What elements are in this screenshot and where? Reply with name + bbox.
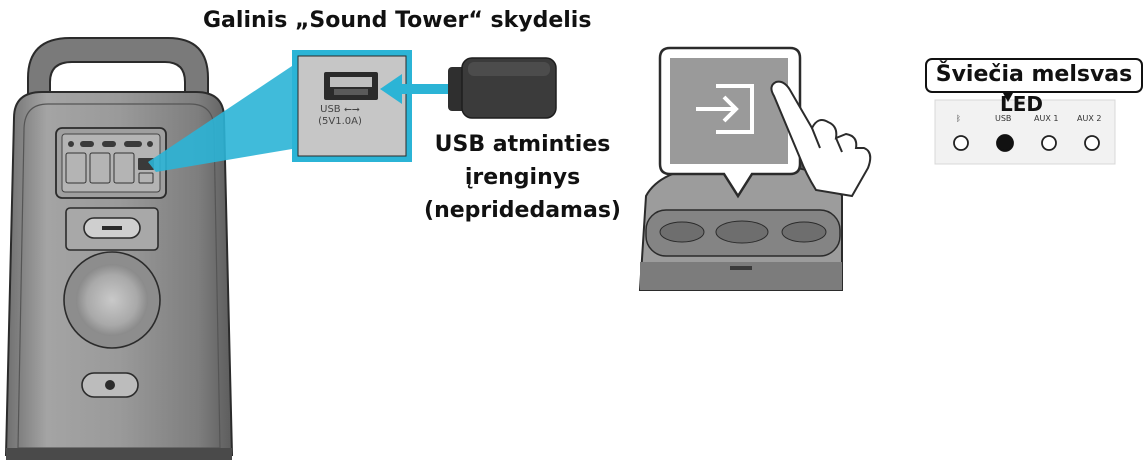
input-source-icon xyxy=(696,84,754,134)
led-callout-box: Šviečia melsvas xyxy=(925,58,1143,93)
insert-arrow xyxy=(380,74,448,104)
led-callout-line2: LED xyxy=(1000,92,1044,116)
usb-device-label-line2: įrenginys xyxy=(464,165,581,190)
panel-zoom-beam xyxy=(148,62,298,172)
input-button-bubble xyxy=(658,46,802,199)
bluetooth-led xyxy=(953,135,969,151)
aux1-led xyxy=(1041,135,1057,151)
bluetooth-icon: ᛒ xyxy=(956,114,961,123)
usb-port-label: USB ⭠⭢ (5V1.0A) xyxy=(312,104,368,128)
sound-tower-speaker xyxy=(4,37,234,460)
aux1-led-label: AUX 1 xyxy=(1034,114,1059,123)
usb-device-label-line3: (nepridedamas) xyxy=(424,198,621,223)
usb-port-name: USB ⭠⭢ xyxy=(320,104,360,115)
usb-device-label-line1: USB atminties xyxy=(434,132,611,157)
led-callout-line1: Šviečia melsvas xyxy=(935,62,1133,87)
hand-press-icon xyxy=(770,80,872,198)
led-indicator-panel xyxy=(934,93,1116,165)
speaker-top-view xyxy=(638,145,843,291)
usb-led xyxy=(996,134,1014,152)
usb-flash-drive xyxy=(448,57,557,119)
usb-device-label: USB atminties įrenginys (nepridedamas) xyxy=(420,128,625,227)
aux2-led xyxy=(1084,135,1100,151)
speaker-handle xyxy=(27,37,209,101)
aux2-led-label: AUX 2 xyxy=(1077,114,1102,123)
panel-title: Galinis „Sound Tower“ skydelis xyxy=(203,8,592,33)
usb-port-rating: (5V1.0A) xyxy=(318,116,362,127)
usb-port-zoom xyxy=(292,50,412,162)
usb-led-label: USB xyxy=(995,114,1012,123)
